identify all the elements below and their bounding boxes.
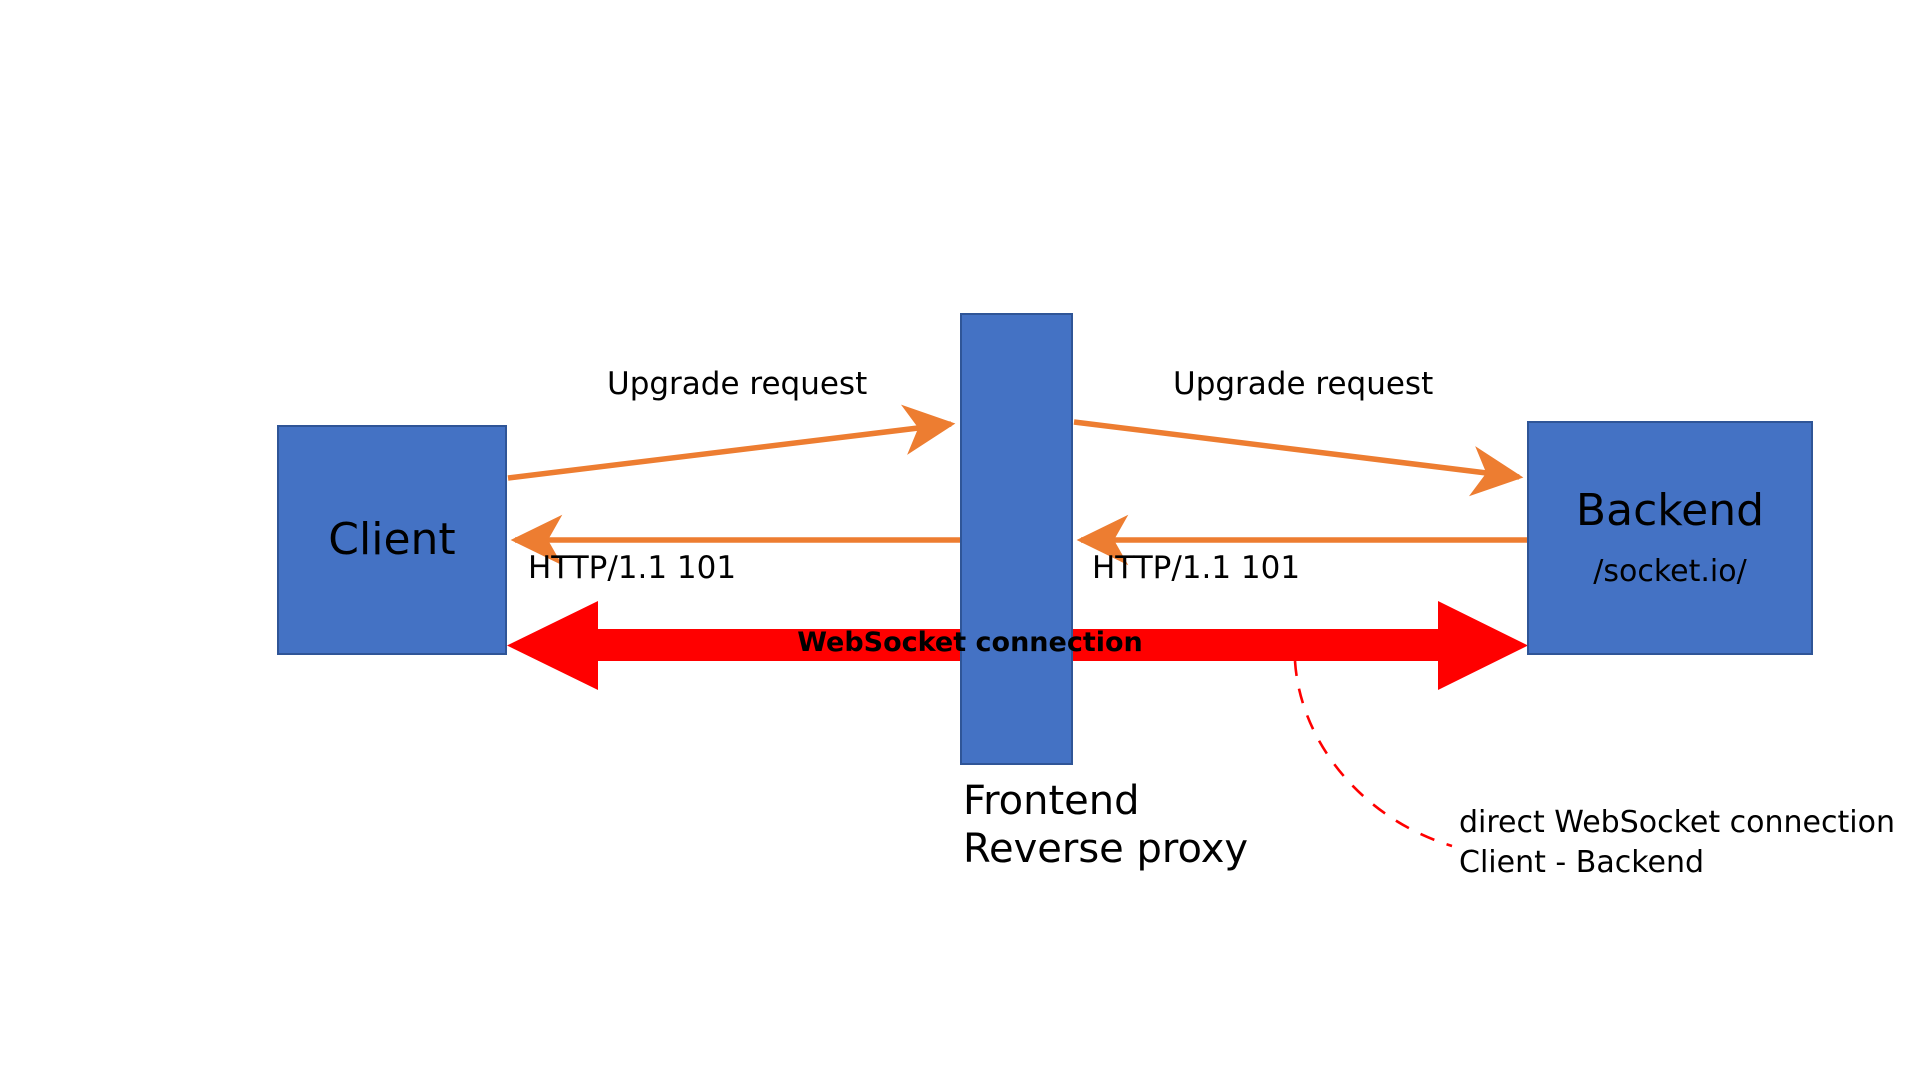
direct-connection-callout-line-2: Client - Backend bbox=[1459, 844, 1705, 880]
upgrade-request-label-left: Upgrade request bbox=[607, 366, 868, 402]
reverse-proxy-caption: Frontend Reverse proxy bbox=[963, 777, 1248, 873]
direct-connection-callout: direct WebSocket connection Client - Bac… bbox=[1459, 803, 1895, 882]
node-reverse-proxy[interactable] bbox=[960, 313, 1073, 765]
websocket-connection-label: WebSocket connection bbox=[797, 627, 1143, 658]
reverse-proxy-caption-line-1: Frontend bbox=[963, 778, 1140, 824]
node-backend-path: /socket.io/ bbox=[1593, 554, 1747, 590]
reverse-proxy-caption-line-2: Reverse proxy bbox=[963, 826, 1249, 872]
upgrade-request-arrow-left bbox=[507, 404, 956, 481]
direct-connection-callout-line-1: direct WebSocket connection bbox=[1459, 805, 1895, 840]
http-101-label-right: HTTP/1.1 101 bbox=[1092, 550, 1301, 586]
upgrade-request-label-right: Upgrade request bbox=[1173, 366, 1434, 402]
node-backend-label: Backend bbox=[1575, 485, 1765, 537]
upgrade-request-arrow-right bbox=[1073, 419, 1524, 497]
callout-dashed-line bbox=[1293, 660, 1453, 848]
node-client-label: Client bbox=[328, 513, 456, 565]
http-101-label-left: HTTP/1.1 101 bbox=[528, 550, 737, 586]
node-client[interactable]: Client bbox=[277, 425, 507, 655]
node-backend[interactable]: Backend /socket.io/ bbox=[1527, 421, 1813, 655]
